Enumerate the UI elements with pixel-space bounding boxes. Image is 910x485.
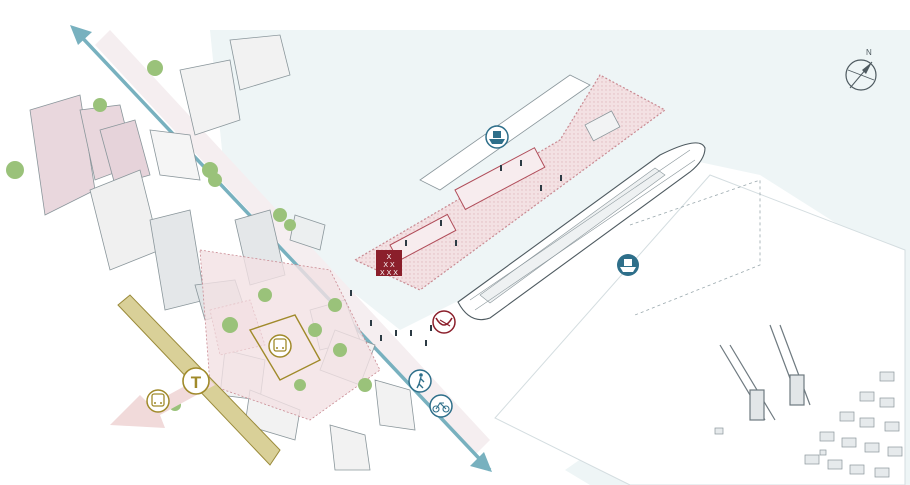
compass-north-label: N <box>866 48 872 57</box>
metro-letter: T <box>191 373 202 392</box>
pedestrian-icon[interactable] <box>409 370 431 392</box>
bicycle-icon[interactable] <box>430 395 452 417</box>
boat-mooring-icon[interactable] <box>433 311 455 333</box>
tram-stop-icon[interactable] <box>147 390 169 412</box>
city-emblem-icon[interactable]: X X X X X X <box>376 250 402 277</box>
svg-text:X X: X X <box>383 262 395 269</box>
svg-text:X: X <box>387 254 392 261</box>
cruise-ship-icon[interactable] <box>617 254 639 276</box>
metro-icon[interactable]: T <box>183 368 209 394</box>
train-icon[interactable] <box>269 335 291 357</box>
svg-text:X X X: X X X <box>380 270 398 277</box>
ferry-icon[interactable] <box>486 126 508 148</box>
